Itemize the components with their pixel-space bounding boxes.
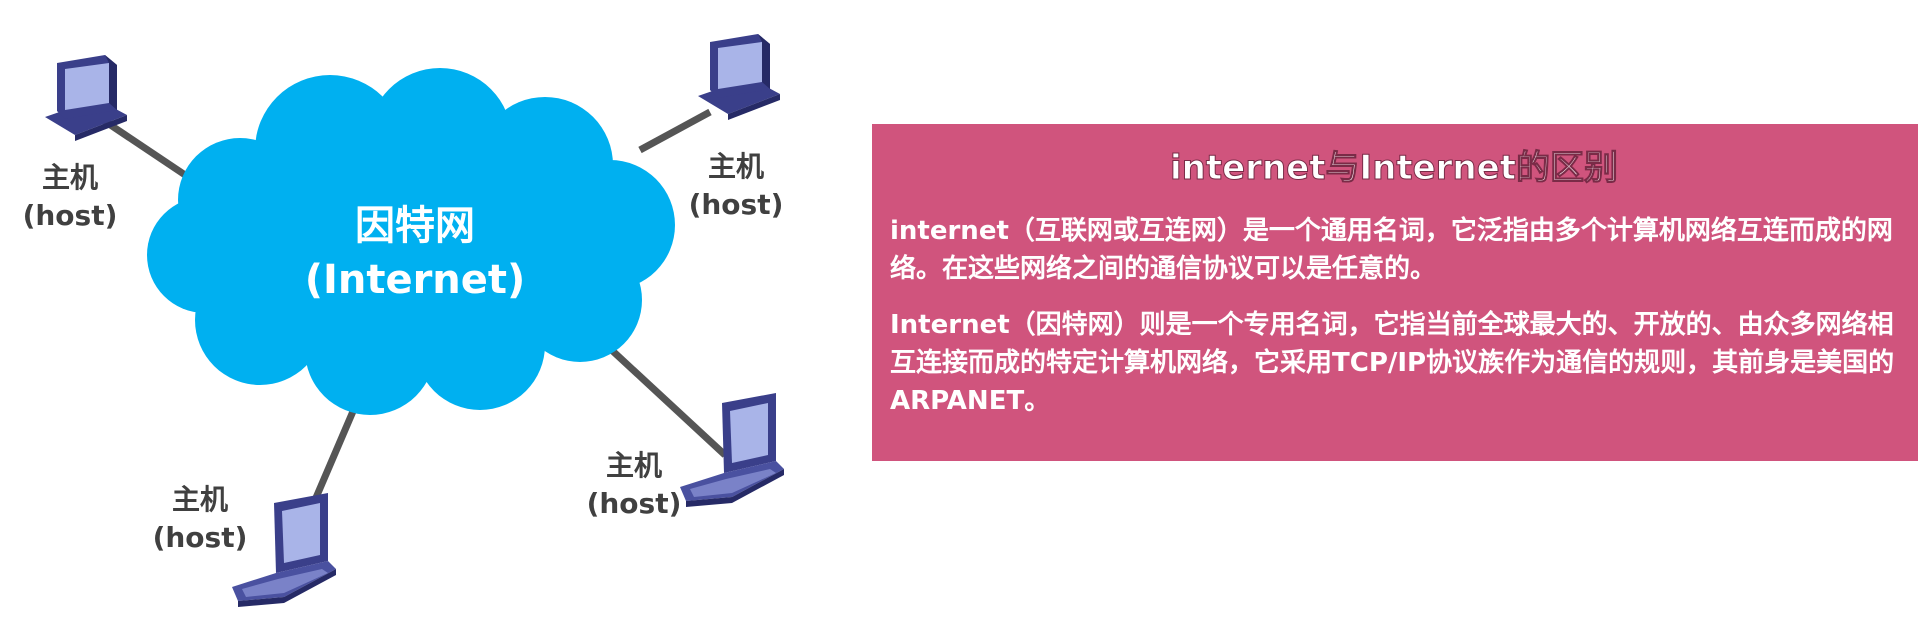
host-label-line2: (host) bbox=[152, 521, 248, 554]
laptop-icon bbox=[680, 393, 784, 507]
cloud-title: 因特网 bbox=[355, 203, 475, 249]
host-label-line2: (host) bbox=[688, 188, 784, 221]
laptop-icon bbox=[232, 493, 336, 607]
host-label-line1: 主机 bbox=[707, 150, 764, 183]
panel-title: internet与Internet的区别 bbox=[1170, 148, 1619, 189]
host-label-bottom-right: 主机 (host) bbox=[574, 447, 694, 523]
network-diagram: 因特网 (Internet) 主机 (host) 主机 (host) 主机 (h… bbox=[0, 0, 860, 638]
cloud-subtitle: (Internet) bbox=[304, 257, 526, 303]
definition-panel: internet与Internet的区别 internet（互联网或互连网）是一… bbox=[872, 124, 1918, 461]
host-label-line2: (host) bbox=[22, 199, 118, 232]
diagram-canvas bbox=[45, 34, 784, 607]
paragraph-internet: internet（互联网或互连网）是一个通用名词，它泛指由多个计算机网络互连而成… bbox=[890, 216, 1893, 284]
host-label-line1: 主机 bbox=[605, 449, 662, 482]
internet-cloud bbox=[147, 68, 675, 415]
host-label-top-right: 主机 (host) bbox=[676, 148, 796, 224]
host-label-line2: (host) bbox=[586, 487, 682, 520]
host-label-top-left: 主机 (host) bbox=[10, 159, 130, 235]
host-label-bottom-left: 主机 (host) bbox=[140, 481, 260, 557]
link-top-right bbox=[638, 108, 712, 154]
desktop-computer-icon bbox=[698, 34, 780, 120]
host-label-line1: 主机 bbox=[41, 161, 98, 194]
desktop-computer-icon bbox=[45, 55, 127, 141]
host-label-line1: 主机 bbox=[171, 483, 228, 516]
paragraph-Internet: Internet（因特网）则是一个专用名词，它指当前全球最大的、开放的、由众多网… bbox=[890, 310, 1895, 416]
